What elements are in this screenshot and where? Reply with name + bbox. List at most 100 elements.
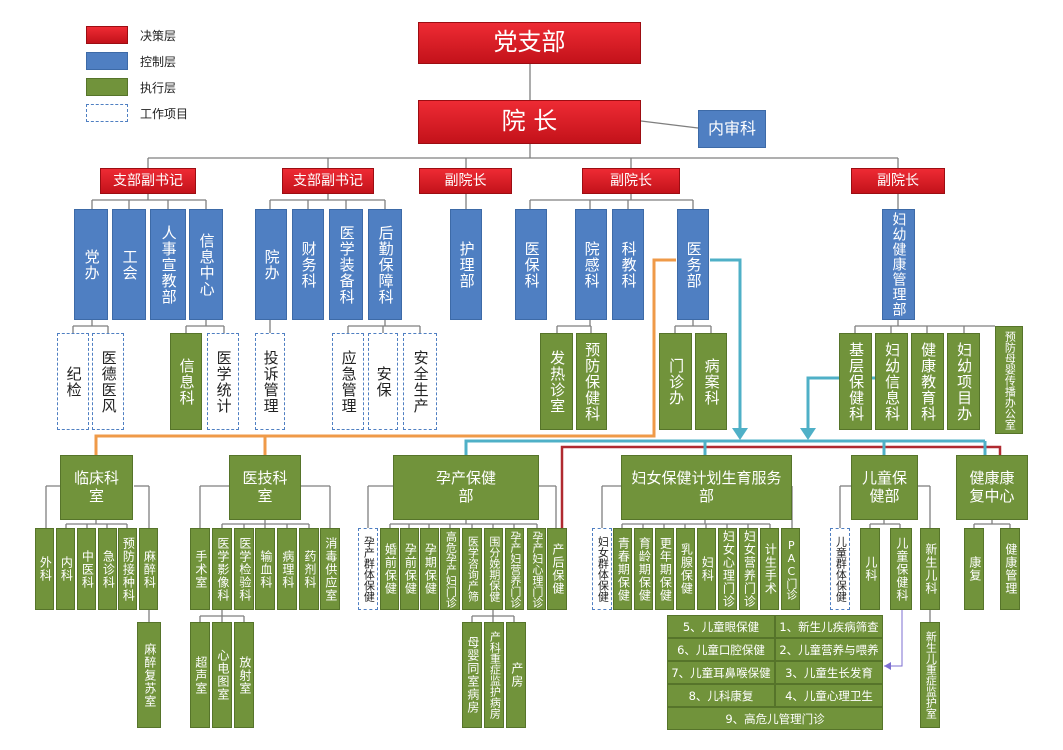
clinical-dept-box: 预防接种科 <box>118 528 137 610</box>
clinic-cell: 1、新生儿疾病筛查 <box>775 615 883 638</box>
work-item-box: 安全生产 <box>403 333 437 430</box>
maternity-dept-box: 孕产妇心理门诊 <box>527 528 546 610</box>
clinic-cell: 5、儿童眼保健 <box>667 615 775 638</box>
maternity-dept-box: 围分娩期保健 <box>484 528 503 610</box>
work-item-box: 纪检 <box>57 333 89 430</box>
legend-swatch-blue <box>86 52 128 70</box>
maternity-dept-box: 婚前保健 <box>380 528 399 610</box>
audit-box: 内审科 <box>698 110 766 148</box>
control-dept-box: 信息中心 <box>189 209 223 320</box>
maternity-dept-box: 高危孕产妇门诊 <box>440 528 460 610</box>
control-dept-box: 人事宣教部 <box>150 209 186 320</box>
medtech-dept-box: 超声室 <box>190 622 210 728</box>
leader-box: 支部副书记 <box>282 168 374 194</box>
maternity-dept-box: 产科重症监护病房 <box>484 622 504 728</box>
clinical-dept-box: 外科 <box>35 528 54 610</box>
child-dept-box: 新生儿重症监护室 <box>920 622 940 728</box>
legend-item-execution: 执行层 <box>86 77 176 97</box>
exec-item-box: 妇幼项目办 <box>947 333 980 430</box>
women-dept-box: 妇女营养门诊 <box>739 528 758 610</box>
maternity-dept-box: 孕期保健 <box>420 528 439 610</box>
control-dept-box: 后勤保障科 <box>368 209 402 320</box>
women-dept-box: 青春期保健 <box>613 528 632 610</box>
clinic-cell: 3、儿童生长发育 <box>775 661 883 684</box>
control-dept-box: 院感科 <box>575 209 607 320</box>
leader-box: 副院长 <box>851 168 945 194</box>
control-dept-box: 妇幼健康管理部 <box>882 209 915 320</box>
rehab-dept-box: 健康管理 <box>1000 528 1020 610</box>
legend-item-decision: 决策层 <box>86 25 176 45</box>
legend-swatch-green <box>86 78 128 96</box>
medtech-dept-box: 消毒供应室 <box>320 528 340 610</box>
work-item-box: 投诉管理 <box>255 333 285 430</box>
exec-item-box: 门诊办 <box>659 333 692 430</box>
maternity-dept-box: 医学咨询产筛 <box>462 528 482 610</box>
work-item-box: 妇女群体保健 <box>592 528 612 610</box>
clinical-dept-box: 中医科 <box>77 528 96 610</box>
legend-label: 执行层 <box>140 80 177 95</box>
control-dept-box: 科教科 <box>612 209 644 320</box>
work-item-box: 儿童群体保健 <box>830 528 850 610</box>
exec-item-box: 健康教育科 <box>911 333 944 430</box>
control-dept-box: 护理部 <box>450 209 482 320</box>
medtech-dept-box: 手术室 <box>190 528 210 610</box>
medtech-dept-box: 医学检验科 <box>234 528 254 610</box>
center-box: 临床科室 <box>60 455 133 520</box>
child-dept-box: 儿童保健科 <box>890 528 912 610</box>
leader-box: 支部副书记 <box>100 168 196 194</box>
legend-label: 控制层 <box>140 54 177 69</box>
clinical-dept-box: 麻醉科 <box>139 528 158 610</box>
center-box: 孕产保健部 <box>393 455 539 520</box>
clinic-cell: 8、儿科康复 <box>667 684 775 707</box>
exec-item-box: 信息科 <box>170 333 202 430</box>
maternity-dept-box: 孕产妇营养门诊 <box>505 528 524 610</box>
work-item-box: 应急管理 <box>332 333 364 430</box>
women-dept-box: 计生手术 <box>760 528 779 610</box>
clinical-dept-box: 内科 <box>56 528 75 610</box>
control-dept-box: 工会 <box>112 209 146 320</box>
control-dept-box: 医学装备科 <box>329 209 363 320</box>
work-item-box: 医学统计 <box>207 333 239 430</box>
clinic-cell: 6、儿童口腔保健 <box>667 638 775 661</box>
maternity-dept-box: 母婴同室病房 <box>462 622 482 728</box>
exec-item-box: 妇幼信息科 <box>875 333 908 430</box>
maternity-dept-box: 产房 <box>506 622 526 728</box>
rehab-dept-box: 康复 <box>964 528 984 610</box>
party-branch-box: 党支部 <box>418 22 641 64</box>
women-dept-box: 妇科 <box>697 528 716 610</box>
legend-label: 决策层 <box>140 28 177 43</box>
exec-item-box: 基层保健科 <box>839 333 872 430</box>
medtech-dept-box: 心电图室 <box>212 622 232 728</box>
medtech-dept-box: 输血科 <box>255 528 275 610</box>
women-dept-box: 育龄期保健 <box>634 528 653 610</box>
exec-item-box: 病案科 <box>695 333 727 430</box>
medtech-dept-box: 药剂科 <box>299 528 319 610</box>
control-dept-box: 医务部 <box>677 209 709 320</box>
clinic-cell: 7、儿童耳鼻喉保健 <box>667 661 775 684</box>
medtech-dept-box: 病理科 <box>277 528 297 610</box>
work-item-box: 安保 <box>368 333 398 430</box>
maternity-dept-box: 产后保健 <box>547 528 567 610</box>
medtech-dept-box: 放射室 <box>234 622 254 728</box>
exec-item-box: 发热诊室 <box>540 333 573 430</box>
clinic-cell: 2、儿童营养与喂养 <box>775 638 883 661</box>
legend-item-control: 控制层 <box>86 51 176 71</box>
legend-label: 工作项目 <box>140 106 189 121</box>
women-dept-box: PAC门诊 <box>781 528 800 610</box>
exec-item-box: 预防母婴传播办公室 <box>995 326 1023 434</box>
clinic-cell: 4、儿童心理卫生 <box>775 684 883 707</box>
president-box: 院 长 <box>418 100 641 144</box>
work-item-box: 医德医风 <box>92 333 124 430</box>
center-box: 妇女保健计划生育服务部 <box>621 455 792 520</box>
women-dept-box: 乳腺保健 <box>676 528 695 610</box>
legend-swatch-dotted <box>86 104 128 122</box>
leader-box: 副院长 <box>419 168 512 194</box>
medtech-dept-box: 医学影像科 <box>212 528 232 610</box>
child-dept-box: 儿科 <box>860 528 880 610</box>
clinic-cell: 9、高危儿管理门诊 <box>667 707 883 730</box>
women-dept-box: 更年期保健 <box>655 528 674 610</box>
work-item-box: 孕产群体保健 <box>358 528 378 610</box>
leader-box: 副院长 <box>582 168 680 194</box>
control-dept-box: 党办 <box>74 209 108 320</box>
center-box: 健康康复中心 <box>956 455 1028 520</box>
